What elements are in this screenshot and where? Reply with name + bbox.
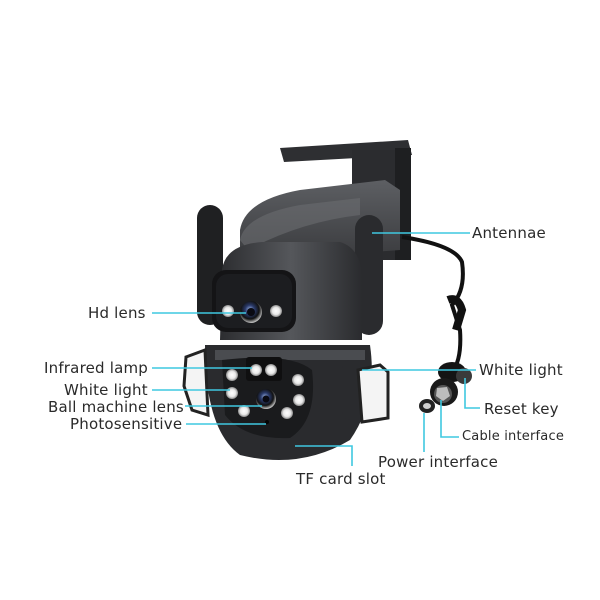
label-power-interface: Power interface — [378, 453, 499, 471]
label-antennae: Antennae — [472, 224, 546, 242]
white-light-panel-right — [342, 360, 390, 424]
label-infrared-lamp: Infrared lamp — [44, 359, 149, 377]
cable — [401, 235, 472, 413]
upper-camera-head — [212, 242, 362, 340]
leader-reset-key — [464, 378, 480, 409]
label-photosensitive: Photosensitive — [70, 415, 183, 433]
leader-cable-interface — [440, 400, 459, 438]
leader-tf-card-slot — [295, 445, 353, 466]
white-light-panel-left — [182, 347, 210, 418]
leader-lines — [152, 232, 480, 466]
label-ball-machine-lens: Ball machine lens — [48, 398, 184, 416]
label-tf-card-slot: TF card slot — [296, 470, 386, 488]
label-white-light-left: White light — [64, 381, 148, 399]
lower-ball-head — [205, 345, 372, 460]
label-cable-interface: Cable interface — [462, 429, 565, 444]
label-reset-key: Reset key — [484, 400, 559, 418]
label-white-light-right: White light — [479, 361, 563, 379]
label-hd-lens: Hd lens — [88, 304, 146, 322]
